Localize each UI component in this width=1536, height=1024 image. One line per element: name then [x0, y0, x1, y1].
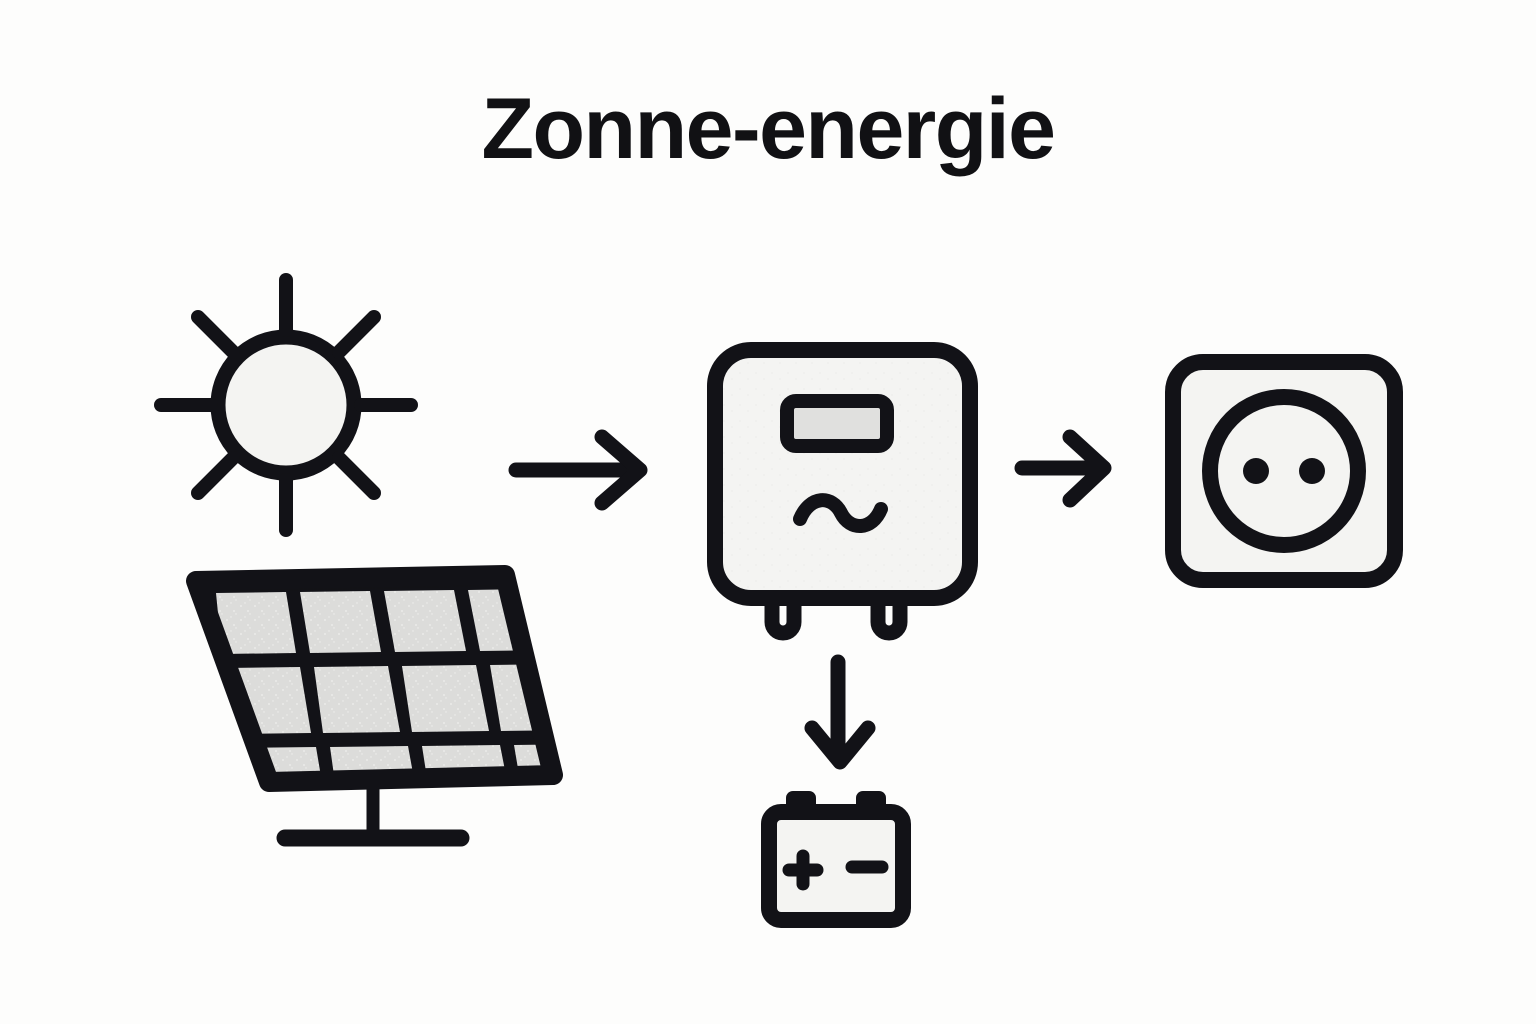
sun-rays: [154, 273, 418, 537]
plus-sign-icon: [782, 849, 824, 891]
sun-icon: [154, 273, 418, 537]
arrow-right-icon: [1014, 429, 1112, 508]
arrow-right-icon: [508, 429, 648, 511]
panel-cell: [314, 666, 400, 733]
socket-hole: [1243, 458, 1269, 484]
battery-icon: [761, 791, 911, 928]
solar-panel-frame-outline: [186, 565, 563, 792]
panel-cell: [402, 665, 489, 732]
panel-cell: [300, 591, 381, 653]
sun-disc: [210, 329, 362, 481]
inverter-body: [707, 342, 978, 606]
arrow-down-icon: [804, 654, 876, 770]
solar-panel-icon: [150, 540, 620, 900]
power-socket-icon: [1165, 354, 1403, 588]
inverter-leg: [870, 588, 908, 641]
inverter-display: [780, 394, 894, 453]
ac-wave-icon: [793, 493, 888, 533]
inverter-icon: [707, 342, 978, 641]
socket-ring: [1202, 389, 1366, 553]
inverter-leg: [764, 588, 802, 641]
panel-mask: [150, 540, 620, 900]
panel-cell: [216, 592, 296, 654]
page-title: Zonne-energie: [481, 81, 1056, 177]
socket-hole: [1299, 458, 1325, 484]
panel-cell: [384, 590, 466, 652]
battery-body: [761, 804, 911, 928]
